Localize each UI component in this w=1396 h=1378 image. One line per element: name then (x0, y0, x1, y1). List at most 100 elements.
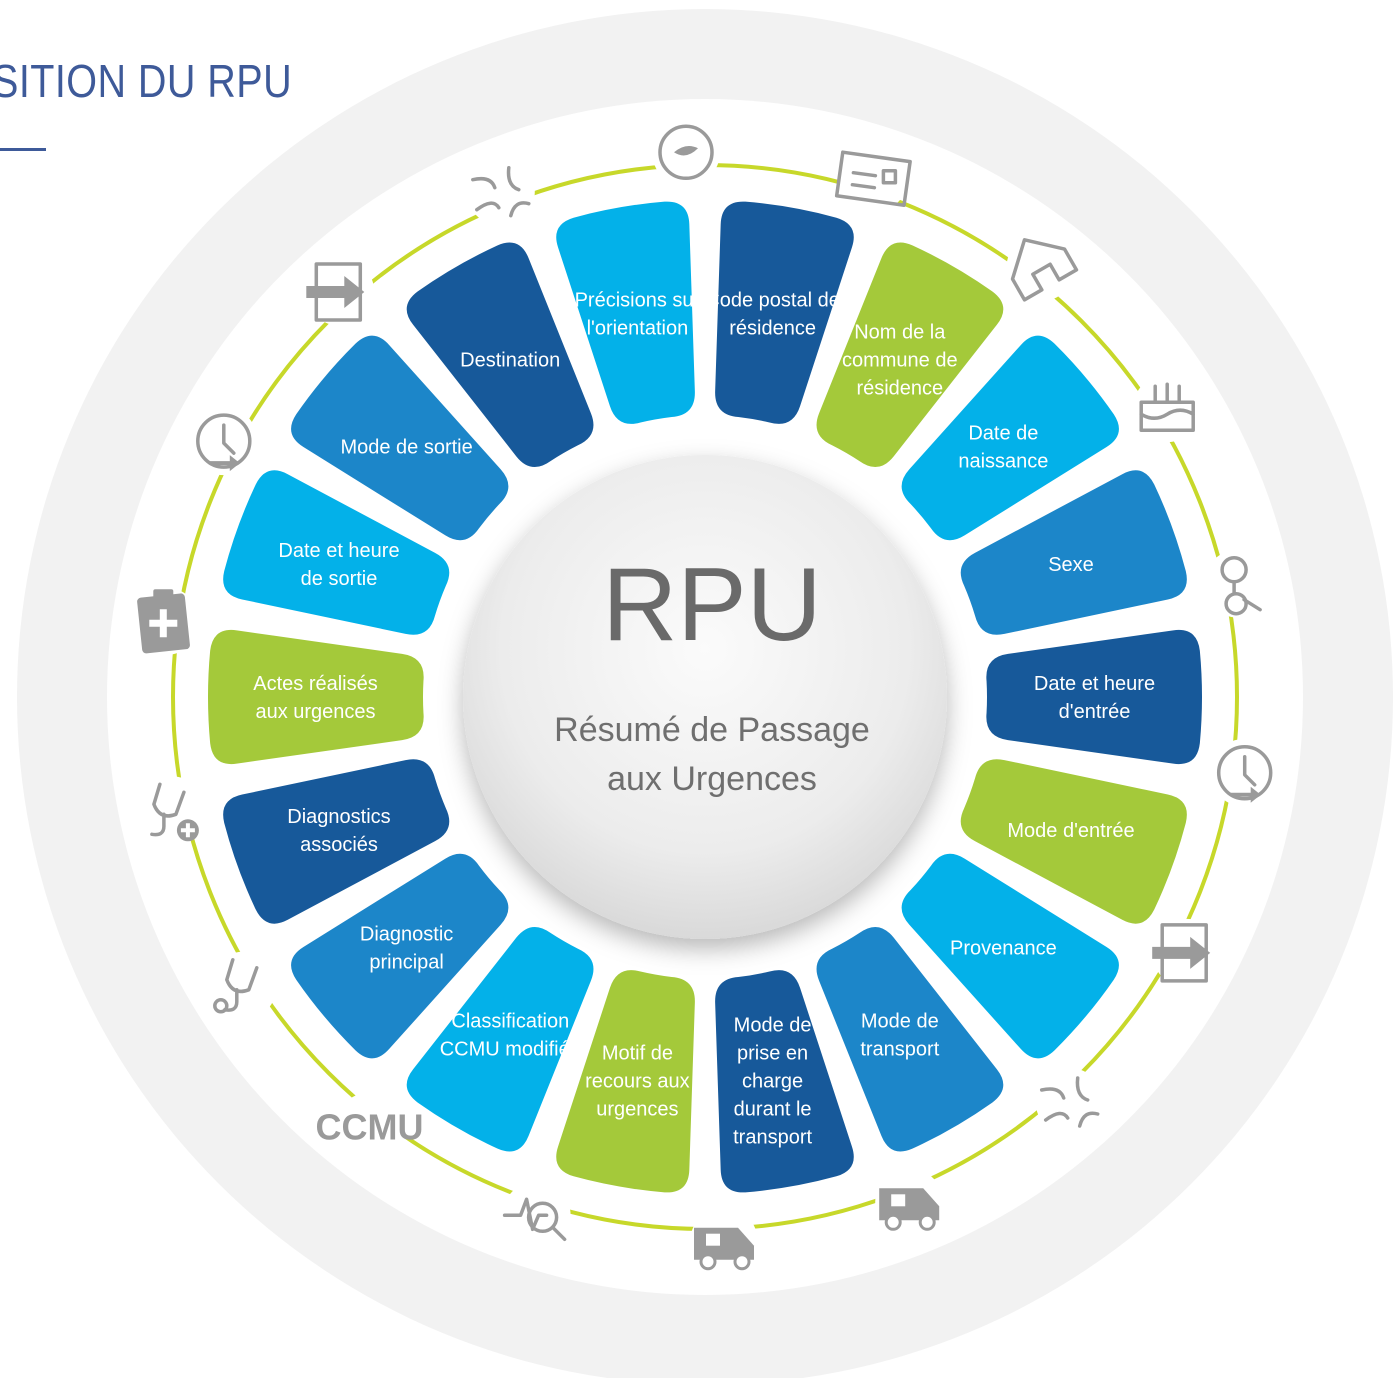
birthday-cake-icon (1133, 374, 1202, 443)
segment-shape (556, 201, 695, 424)
ccmu-text-icon: CCMU (316, 1092, 424, 1161)
segment-14: Actes réalisés aux urgences (207, 629, 424, 765)
stethoscope-plus-icon (137, 776, 206, 845)
segment-label: recours aux (585, 1071, 690, 1093)
segment-label: Nom de la (854, 322, 946, 344)
segment-shape (715, 970, 854, 1193)
segment-13: Diagnostics associés (223, 759, 450, 924)
segment-shape (986, 629, 1202, 765)
center-subtitle-line2: aux Urgences (607, 760, 817, 798)
segment-label: associés (300, 834, 378, 856)
segment-shape (960, 470, 1187, 635)
segment-shape (901, 335, 1119, 541)
house-icon (1006, 233, 1079, 302)
segment-label: commune de (842, 350, 958, 372)
segment-label: Mode de sortie (340, 437, 472, 459)
segment-shape (406, 926, 594, 1152)
center-disc (463, 455, 947, 939)
medical-clipboard-icon (131, 587, 200, 656)
segment-label: aux urgences (255, 701, 375, 723)
segment-label: Date de (968, 423, 1038, 445)
segment-shape (715, 201, 854, 424)
segment-shape (816, 242, 1004, 468)
segment-6: Mode d'entrée (960, 759, 1187, 924)
segment-7: Provenance (901, 853, 1119, 1059)
segment-shape (901, 853, 1119, 1059)
segment-label: résidence (856, 378, 943, 400)
center-title: RPU (602, 547, 822, 663)
segment-label: durant le (734, 1099, 812, 1121)
segment-label: l'orientation (587, 317, 689, 339)
segment-label: Diagnostics (287, 806, 390, 828)
segment-shape (406, 242, 594, 468)
segment-label: CCMU modifiée (440, 1038, 581, 1060)
segment-label: transport (860, 1038, 939, 1060)
postal-card-icon (834, 144, 912, 213)
ecg-magnifier-icon (502, 1181, 571, 1250)
segment-label: principal (369, 951, 443, 973)
segment-label: Date et heure (278, 540, 399, 562)
ambulance-icon (875, 1168, 944, 1237)
segment-label: Mode de (734, 1015, 812, 1037)
segment-shape (556, 970, 695, 1193)
entry-clock-icon (1210, 738, 1279, 807)
ccmu-label: CCMU (316, 1107, 424, 1148)
segment-shape (291, 335, 509, 541)
segment-label: d'entrée (1059, 701, 1131, 723)
segment-18: Précisions sur l'orientation (556, 201, 701, 424)
segment-1: Code postal de résidence (705, 201, 854, 424)
segment-label: Destination (460, 350, 560, 372)
segment-label: Date et heure (1034, 673, 1155, 695)
segment-label: de sortie (301, 568, 378, 590)
segment-4: Sexe (960, 470, 1187, 635)
segment-shape (291, 853, 509, 1059)
page-title: SITION DU RPU (0, 55, 293, 107)
segment-label: charge (742, 1071, 803, 1093)
segment-shape (223, 759, 450, 924)
segment-ring: Code postal de résidence Nom de la commune … (207, 201, 1202, 1193)
segment-12: Diagnostic principal (291, 853, 509, 1059)
entry-door-icon (1152, 918, 1221, 987)
segment-5: Date et heure d'entrée (986, 629, 1202, 765)
center-subtitle-line1: Résumé de Passage (554, 711, 870, 749)
segment-10: Motif de recours aux urgences (556, 970, 695, 1193)
segment-shape (960, 759, 1187, 924)
segment-2: Nom de la commune de résidence (816, 242, 1004, 468)
exit-door-icon (306, 258, 375, 326)
provenance-arrows-icon (1035, 1068, 1104, 1136)
segment-label: Provenance (950, 937, 1057, 959)
segment-label: Diagnostic (360, 923, 453, 945)
segment-8: Mode de transport (816, 926, 1004, 1152)
gender-symbols-icon (1204, 549, 1273, 618)
destination-arrows-icon (466, 157, 535, 226)
segment-9: Mode de prise en charge durant le transport (715, 970, 854, 1193)
segment-label: résidence (729, 317, 816, 339)
segment-16: Mode de sortie (291, 335, 509, 541)
segment-shape (207, 629, 424, 765)
icon-ring: CCMU (131, 118, 1279, 1276)
segment-label: Code postal de (705, 289, 840, 311)
segment-15: Date et heure de sortie (223, 470, 450, 635)
ambulance-care-icon (690, 1207, 758, 1276)
segment-label: Mode d'entrée (1007, 820, 1134, 842)
segment-label: Sexe (1048, 554, 1094, 576)
segment-label: Actes réalisés (253, 673, 378, 695)
orientation-compass-icon (652, 118, 720, 187)
segment-shape (816, 926, 1004, 1152)
segment-label: naissance (958, 451, 1048, 473)
segment-label: transport (733, 1127, 812, 1149)
segment-label: Classification (451, 1010, 569, 1032)
exit-clock-icon (189, 407, 258, 476)
segment-label: urgences (596, 1099, 678, 1121)
segment-17: Destination (406, 242, 594, 468)
segment-label: Motif de (602, 1043, 673, 1065)
segment-3: Date de naissance (901, 335, 1119, 541)
segment-label: Mode de (861, 1010, 939, 1032)
segment-shape (223, 470, 450, 635)
segment-label: prise en (737, 1043, 808, 1065)
stethoscope-icon (208, 951, 277, 1020)
segment-label: Précisions sur (575, 289, 701, 311)
title-underline (0, 148, 46, 151)
